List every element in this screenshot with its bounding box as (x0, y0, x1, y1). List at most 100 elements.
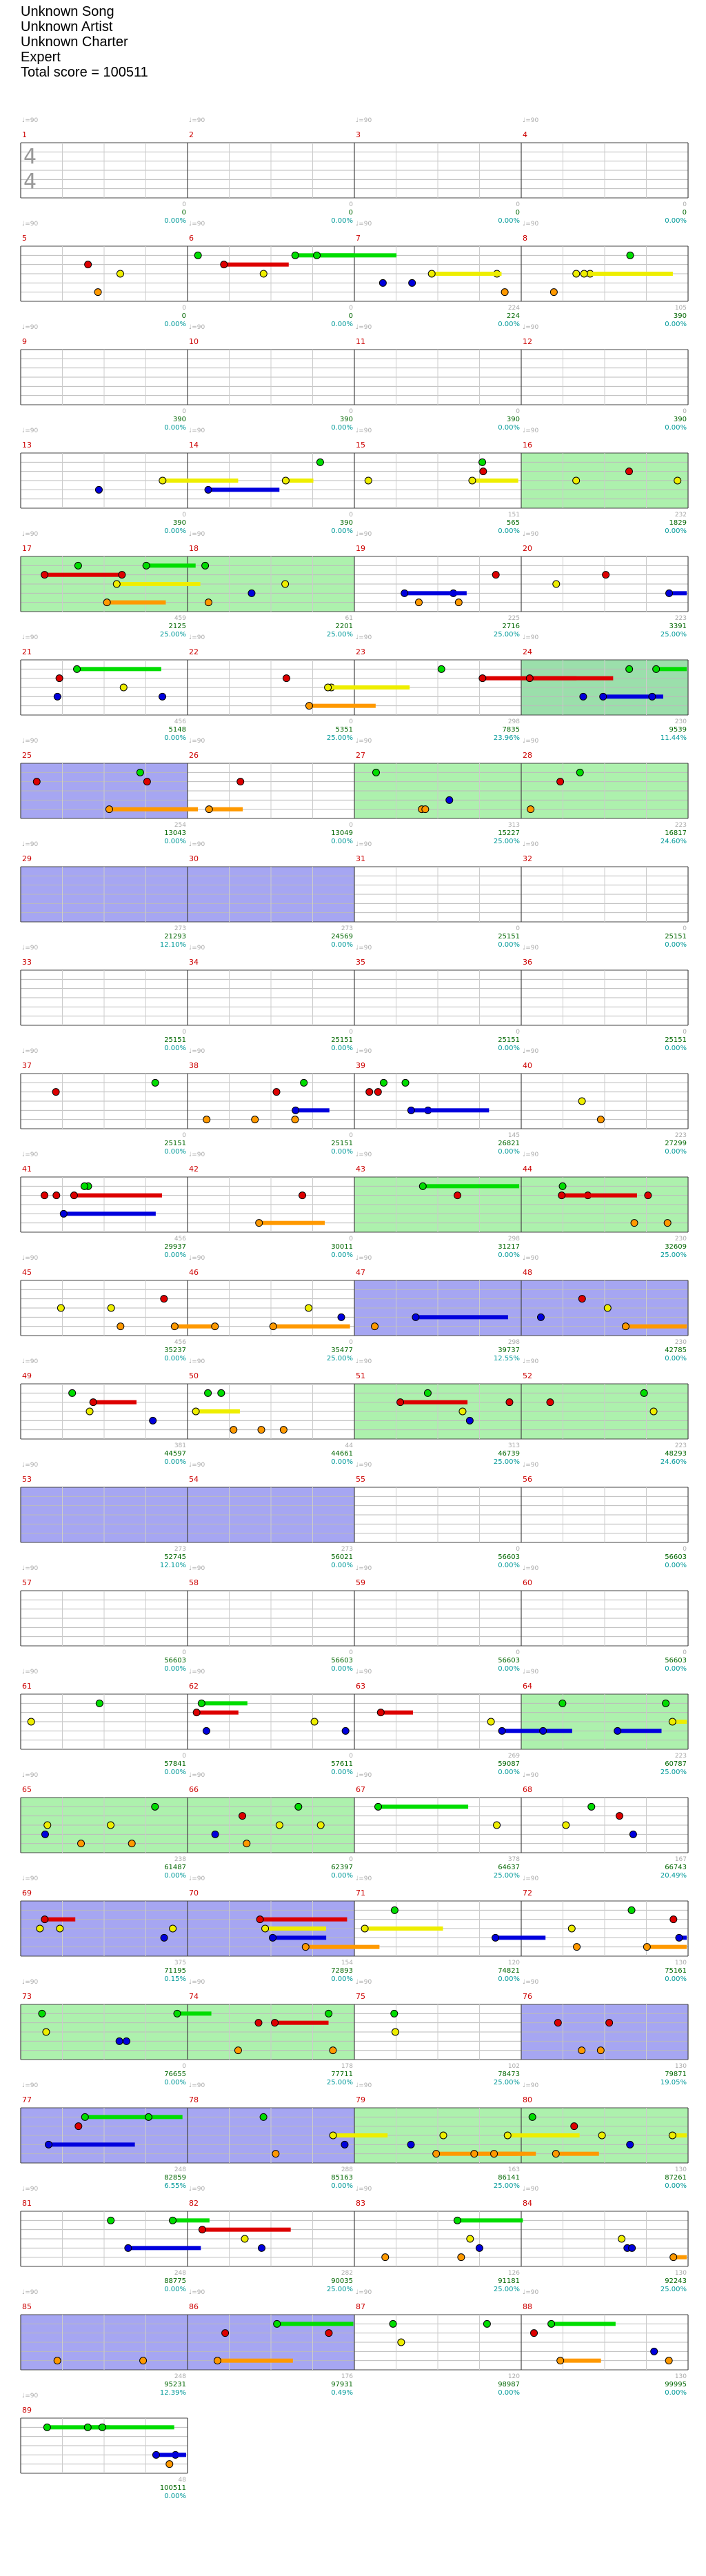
note-yellow (397, 2338, 405, 2346)
tempo-marker: ♩=90 (22, 1979, 39, 1986)
percent: 0.00% (498, 1665, 520, 1673)
tempo-marker: ♩=90 (189, 427, 205, 434)
note-blue (498, 1727, 506, 1735)
staff-row: 25♩=90254130430.00%26♩=900130490.00%27♩=… (20, 738, 689, 845)
sustain (48, 2142, 135, 2147)
measure-number: 1 (22, 130, 27, 139)
measure-score: 102 (508, 2063, 520, 2070)
cumulative-score: 78473 (498, 2071, 520, 2078)
note-green (43, 2423, 51, 2431)
cumulative-score: 87261 (665, 2174, 687, 2182)
percent: 25.00% (494, 1872, 520, 1880)
note-yellow (458, 1407, 467, 1416)
measure-number: 57 (22, 1578, 32, 1587)
percent: 0.15% (164, 1975, 186, 1983)
measure-number: 9 (22, 337, 27, 346)
percent: 24.60% (660, 838, 687, 845)
note-red (556, 778, 565, 786)
percent: 0.00% (665, 424, 687, 432)
percent: 0.00% (164, 1769, 186, 1776)
note-red (271, 2019, 279, 2027)
tempo-marker: ♩=90 (189, 1875, 205, 1882)
staff-row: 73♩=900766550.00%74♩=901787771125.00%75♩… (20, 1979, 689, 2086)
tempo-marker: ♩=90 (523, 427, 539, 434)
note-red (220, 261, 228, 269)
note-green (273, 2320, 281, 2328)
tempo-marker: ♩=90 (22, 738, 39, 745)
percent: 0.00% (331, 527, 353, 535)
cumulative-score: 56603 (498, 1553, 520, 1561)
measure-score: 130 (675, 2373, 687, 2380)
measure-score: 223 (675, 1132, 687, 1139)
measure-score: 459 (174, 615, 186, 622)
note-orange (279, 1426, 288, 1434)
tempo-marker: ♩=90 (189, 1669, 205, 1676)
measure-number: 62 (189, 1682, 199, 1691)
measure-number: 24 (523, 647, 532, 656)
tempo-marker: ♩=90 (22, 634, 39, 641)
measure-score: 0 (349, 1029, 353, 1036)
note-green (144, 2113, 152, 2121)
note-orange (578, 2046, 586, 2055)
tempo-marker: ♩=90 (523, 1979, 539, 1986)
percent: 12.10% (160, 1562, 186, 1569)
sustain (472, 479, 518, 483)
measure-number: 81 (22, 2199, 32, 2208)
note-red (546, 1398, 554, 1407)
measure-number: 36 (523, 958, 532, 967)
note-orange (490, 2150, 498, 2158)
measure-number: 85 (22, 2302, 32, 2311)
tempo-marker: ♩=90 (22, 945, 39, 952)
note-orange (621, 1322, 629, 1331)
percent: 25.00% (494, 2182, 520, 2190)
measure-score: 0 (182, 1753, 186, 1760)
measure-score: 0 (683, 1029, 687, 1036)
cumulative-score: 72893 (331, 1967, 353, 1975)
note-blue (579, 692, 587, 701)
measure-score: 269 (508, 1753, 520, 1760)
percent: 11.44% (660, 734, 687, 742)
cumulative-score: 390 (674, 312, 687, 320)
sustain (647, 1944, 687, 1949)
note-blue (675, 1933, 683, 1942)
note-orange (301, 1943, 310, 1951)
note-red (374, 1088, 382, 1096)
cumulative-score: 390 (507, 416, 520, 423)
sustain (44, 1917, 76, 1922)
time-signature-bottom: 4 (23, 170, 37, 194)
tempo-marker: ♩=90 (356, 117, 372, 124)
measure-number: 20 (523, 544, 532, 553)
measure-score: 0 (182, 1649, 186, 1656)
measure-number: 71 (356, 1889, 365, 1898)
note-blue (407, 2140, 415, 2149)
note-green (194, 251, 202, 259)
percent: 12.39% (160, 2389, 186, 2397)
tempo-marker: ♩=90 (356, 1358, 372, 1365)
measure-score: 282 (341, 2270, 353, 2277)
cumulative-score: 31217 (498, 1243, 520, 1251)
measure-score: 0 (516, 1649, 520, 1656)
measure-number: 14 (189, 441, 199, 450)
difficulty-label: Expert (21, 50, 61, 65)
note-yellow (466, 2235, 474, 2243)
tempo-marker: ♩=90 (22, 1151, 39, 1158)
tempo-marker: ♩=90 (22, 2289, 39, 2296)
percent: 23.96% (494, 734, 520, 742)
note-blue (648, 692, 656, 701)
note-orange (205, 805, 213, 814)
percent: 0.00% (164, 1045, 186, 1052)
note-orange (117, 1322, 125, 1331)
cumulative-score: 390 (173, 519, 186, 527)
cumulative-score: 390 (340, 519, 353, 527)
percent: 25.00% (327, 2079, 353, 2086)
note-red (454, 1191, 462, 1200)
measure-number: 48 (523, 1268, 532, 1277)
cumulative-score: 44661 (331, 1450, 353, 1458)
tempo-marker: ♩=90 (523, 1875, 539, 1882)
percent: 25.00% (494, 1458, 520, 1466)
note-red (530, 2329, 538, 2337)
note-yellow (310, 1718, 319, 1726)
note-yellow (603, 1304, 612, 1312)
note-green (38, 2009, 46, 2017)
tempo-marker: ♩=90 (356, 1048, 372, 1055)
